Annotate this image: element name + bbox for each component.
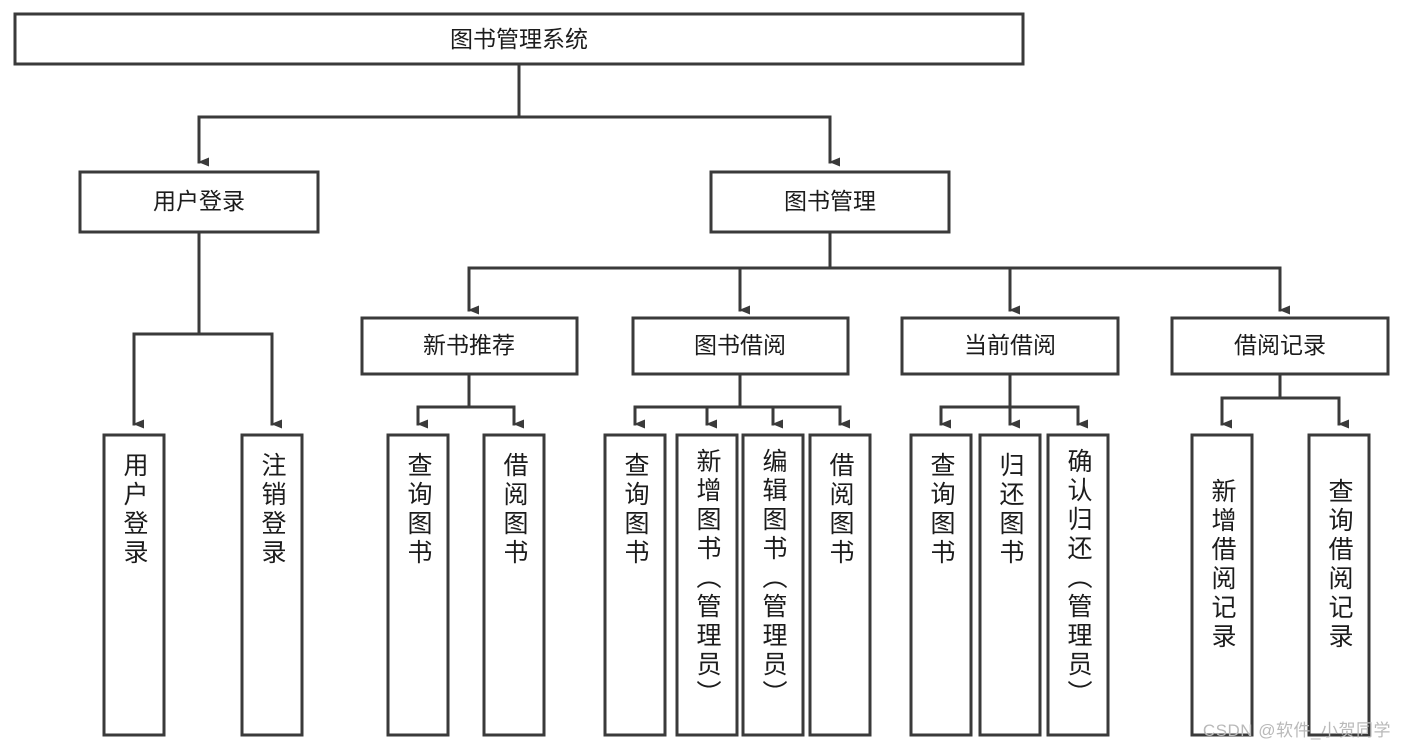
node-leaf-query-book-1[interactable]: 查询图书 <box>386 433 450 737</box>
node-leaf-confirm-return-label: 确认归还（管理员） <box>1064 448 1093 709</box>
csdn-watermark: CSDN @软件_小贺同学 <box>1202 721 1391 740</box>
node-leaf-borrow-book-2-label: 借阅图书 <box>826 452 855 568</box>
node-leaf-add-book-box[interactable] <box>675 433 739 737</box>
node-leaf-user-login-label: 用户登录 <box>120 452 149 568</box>
node-book-borrow[interactable]: 图书借阅 <box>631 316 850 376</box>
node-leaf-query-book-3[interactable]: 查询图书 <box>909 433 973 737</box>
connector-group-borrow-record <box>1220 372 1349 429</box>
node-leaf-add-book-label: 新增图书（管理员） <box>693 448 722 709</box>
connector-group-new-book-rec <box>416 372 524 429</box>
node-current-borrow-box[interactable] <box>900 316 1120 376</box>
connector-group-current-borrow <box>939 372 1088 429</box>
connector-group-book-borrow <box>633 372 850 429</box>
node-book-manage-box[interactable] <box>709 170 951 234</box>
node-leaf-add-record-label: 新增借阅记录 <box>1208 478 1237 652</box>
node-leaf-borrow-book-1-label: 借阅图书 <box>500 452 529 568</box>
node-leaf-query-book-1-label: 查询图书 <box>404 452 433 568</box>
node-leaf-edit-book[interactable]: 编辑图书（管理员） <box>741 433 805 737</box>
node-current-borrow-label: 当前借阅 <box>964 332 1056 358</box>
node-book-manage[interactable]: 图书管理 <box>709 170 951 234</box>
node-root-label: 图书管理系统 <box>450 26 588 52</box>
node-current-borrow[interactable]: 当前借阅 <box>900 316 1120 376</box>
node-new-book-rec[interactable]: 新书推荐 <box>360 316 579 376</box>
node-new-book-rec-label: 新书推荐 <box>423 332 515 358</box>
node-borrow-record-label: 借阅记录 <box>1234 332 1326 358</box>
node-leaf-add-record[interactable]: 新增借阅记录 <box>1190 433 1254 737</box>
node-leaf-edit-book-box[interactable] <box>741 433 805 737</box>
node-leaf-query-book-2[interactable]: 查询图书 <box>603 433 667 737</box>
node-leaf-query-book-1-box[interactable] <box>386 433 450 737</box>
node-leaf-query-book-3-label: 查询图书 <box>927 452 956 568</box>
node-leaf-return-book-label: 归还图书 <box>996 452 1025 568</box>
node-leaf-borrow-book-2-box[interactable] <box>808 433 872 737</box>
node-leaf-edit-book-label: 编辑图书（管理员） <box>759 448 788 709</box>
node-leaf-borrow-book-1[interactable]: 借阅图书 <box>482 433 546 737</box>
node-leaf-user-login-box[interactable] <box>102 433 166 737</box>
node-leaf-query-book-2-box[interactable] <box>603 433 667 737</box>
node-leaf-logout-box[interactable] <box>240 433 304 737</box>
node-leaf-query-record-label: 查询借阅记录 <box>1325 478 1354 652</box>
node-borrow-record-box[interactable] <box>1170 316 1390 376</box>
node-leaf-borrow-book-1-box[interactable] <box>482 433 546 737</box>
node-leaf-query-book-3-box[interactable] <box>909 433 973 737</box>
node-new-book-rec-box[interactable] <box>360 316 579 376</box>
node-borrow-record[interactable]: 借阅记录 <box>1170 316 1390 376</box>
node-user-login-box[interactable] <box>78 170 320 234</box>
node-leaf-add-book[interactable]: 新增图书（管理员） <box>675 433 739 737</box>
node-leaf-add-record-box[interactable] <box>1190 433 1254 737</box>
node-leaf-confirm-return[interactable]: 确认归还（管理员） <box>1046 433 1110 737</box>
node-leaf-return-book-box[interactable] <box>978 433 1042 737</box>
node-leaf-return-book[interactable]: 归还图书 <box>978 433 1042 737</box>
node-user-login-label: 用户登录 <box>153 188 245 214</box>
node-root[interactable]: 图书管理系统 <box>13 12 1025 66</box>
node-leaf-query-book-2-label: 查询图书 <box>621 452 650 568</box>
connector-group-user-login <box>132 230 282 429</box>
node-leaf-user-login[interactable]: 用户登录 <box>102 433 166 737</box>
node-leaf-logout[interactable]: 注销登录 <box>240 433 304 737</box>
node-book-borrow-box[interactable] <box>631 316 850 376</box>
connector-group-book-manage <box>467 230 1290 315</box>
node-user-login[interactable]: 用户登录 <box>78 170 320 234</box>
node-book-manage-label: 图书管理 <box>784 188 876 214</box>
node-leaf-query-record[interactable]: 查询借阅记录 <box>1307 433 1371 737</box>
node-leaf-query-record-box[interactable] <box>1307 433 1371 737</box>
node-root-box[interactable] <box>13 12 1025 66</box>
node-book-borrow-label: 图书借阅 <box>694 332 786 358</box>
connector-group-root <box>197 62 840 167</box>
node-leaf-borrow-book-2[interactable]: 借阅图书 <box>808 433 872 737</box>
node-leaf-logout-label: 注销登录 <box>258 452 287 568</box>
node-leaf-confirm-return-box[interactable] <box>1046 433 1110 737</box>
